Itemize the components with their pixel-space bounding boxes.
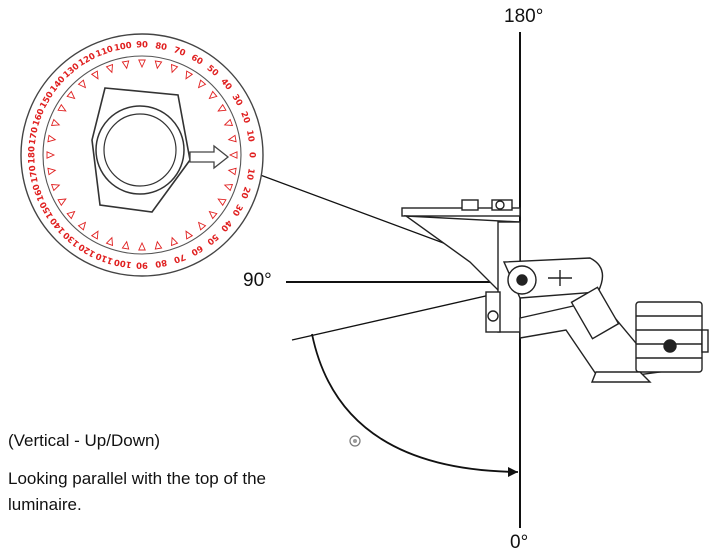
dial-tick bbox=[77, 221, 87, 231]
dial-tick bbox=[223, 118, 234, 127]
dial-scale-label: 70 bbox=[172, 251, 187, 264]
dial-scale-label: 100 bbox=[113, 41, 132, 54]
dial-tick bbox=[47, 134, 57, 143]
dial-tick bbox=[223, 183, 234, 192]
top-clamp-left bbox=[461, 199, 479, 211]
dial-scale-label: 180 bbox=[28, 146, 38, 164]
pivot-center bbox=[516, 274, 528, 286]
dial-tick bbox=[227, 134, 237, 143]
dial-scale-label: 0 bbox=[247, 152, 257, 158]
small-mark-icon bbox=[349, 435, 361, 447]
dial-tick bbox=[90, 230, 99, 240]
small-mark-dot bbox=[353, 439, 357, 443]
beam-angle-line bbox=[291, 289, 513, 341]
angle-label-middle: 90° bbox=[243, 270, 272, 291]
dial-tick bbox=[47, 167, 57, 176]
dial-tick bbox=[208, 90, 218, 100]
angle-label-bottom: 0° bbox=[510, 532, 529, 553]
dial-tick bbox=[121, 60, 130, 70]
arm-block bbox=[570, 286, 620, 340]
dial-tick bbox=[90, 70, 99, 80]
luminaire-fixture bbox=[401, 199, 709, 383]
base-foot bbox=[590, 371, 652, 383]
head-knob bbox=[663, 339, 677, 353]
dial-scale-label: 170 bbox=[28, 126, 41, 145]
dial-scale-label: 70 bbox=[172, 45, 187, 58]
dial-tick bbox=[46, 151, 56, 159]
dial-tick bbox=[57, 198, 67, 207]
dial-tick bbox=[154, 60, 163, 70]
dial-tick bbox=[228, 151, 238, 159]
dial-scale-label: 20 bbox=[238, 110, 251, 125]
dial-tick bbox=[105, 236, 114, 247]
dial-scale-label: 80 bbox=[154, 257, 167, 269]
bracket-bolt bbox=[487, 310, 499, 322]
dial-scale-label: 100 bbox=[113, 256, 132, 269]
dial-tick bbox=[66, 90, 76, 100]
caption-heading: (Vertical - Up/Down) bbox=[8, 431, 161, 450]
dial-tick bbox=[50, 183, 61, 192]
dial-tick bbox=[185, 230, 194, 240]
dial-tick bbox=[197, 79, 207, 89]
pointer-arrow-icon bbox=[189, 144, 230, 170]
dial-tick bbox=[227, 167, 237, 176]
dial-tick bbox=[57, 103, 67, 112]
nut-outer-circle bbox=[95, 105, 185, 195]
dial-tick bbox=[208, 210, 218, 220]
nut-inner-circle bbox=[103, 113, 177, 187]
top-screw bbox=[495, 200, 505, 210]
dial-tick bbox=[138, 59, 146, 69]
dial-tick bbox=[170, 63, 179, 74]
head-end-cap bbox=[701, 329, 709, 353]
dial-scale-label: 20 bbox=[238, 185, 251, 200]
dial-inner-ring bbox=[42, 55, 242, 255]
dial-tick bbox=[77, 79, 87, 89]
sweep-arc bbox=[311, 333, 519, 473]
dial-tick bbox=[66, 210, 76, 220]
dial-tick bbox=[197, 221, 207, 231]
luminaire-head bbox=[635, 301, 703, 373]
caption-description: Looking parallel with the top of the lum… bbox=[8, 469, 267, 514]
dial-tick bbox=[50, 118, 61, 127]
dial-tick bbox=[138, 241, 146, 251]
dial-scale-label: 90 bbox=[136, 41, 148, 51]
dial-tick bbox=[185, 70, 194, 80]
angle-label-top: 180° bbox=[504, 6, 544, 27]
top-plate bbox=[401, 207, 521, 217]
dial-tick bbox=[121, 240, 130, 250]
dial-tick bbox=[217, 103, 227, 112]
dial-scale-label: 90 bbox=[136, 260, 148, 270]
dial-scale-label: 80 bbox=[154, 41, 167, 53]
sweep-arrowhead bbox=[508, 467, 518, 477]
dial-scale-label: 10 bbox=[244, 167, 256, 180]
dial-tick bbox=[217, 198, 227, 207]
dial-scale-label: 10 bbox=[244, 129, 256, 142]
hex-nut-icon bbox=[91, 87, 191, 213]
tilt-dial: 0102030405060708090100110120130140150160… bbox=[20, 33, 264, 277]
dial-tick bbox=[105, 63, 114, 74]
dial-tick bbox=[170, 236, 179, 247]
dial-scale-label: 170 bbox=[28, 164, 41, 183]
dial-tick bbox=[154, 240, 163, 250]
